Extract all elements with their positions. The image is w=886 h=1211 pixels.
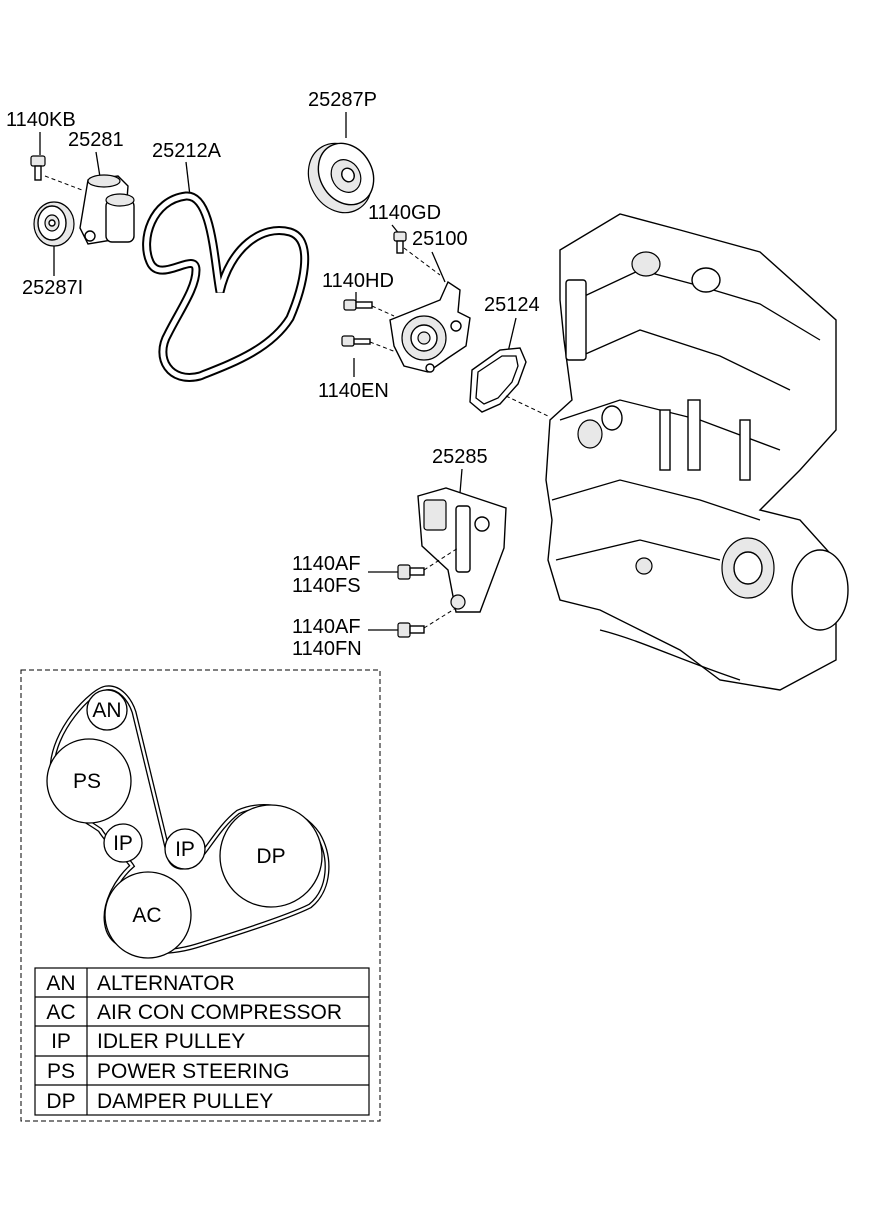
legend-code: PS: [47, 1060, 75, 1083]
legend-code: IP: [51, 1030, 71, 1053]
pulley-label-ac: AC: [132, 904, 161, 927]
pulley-ps: [46, 738, 132, 824]
legend-code: DP: [46, 1090, 75, 1113]
part-label-1140fs: 1140FS: [292, 575, 361, 597]
part-label-25124: 25124: [484, 294, 540, 316]
gasket-25124-icon: [469, 347, 549, 417]
legend-row: AN ALTERNATOR: [46, 972, 234, 995]
engine-block-icon: [545, 213, 849, 691]
water-pump-25100-icon: [389, 280, 471, 373]
pulley-label-ps: PS: [73, 770, 101, 793]
bracket-25285-icon: [417, 487, 507, 613]
belt-routing-panel: [20, 669, 381, 1122]
belt-25212a-icon: [142, 191, 310, 382]
pulley-25287p-icon: [307, 142, 375, 214]
legend-code: AN: [46, 972, 75, 995]
bolt-1140af-fs-icon: [397, 547, 459, 580]
leader-lines: [39, 112, 517, 631]
legend-table: AN ALTERNATOR AC AIR CON COMPRESSOR IP I…: [34, 967, 370, 1116]
part-label-1140hd: 1140HD: [322, 270, 394, 292]
legend-code: AC: [46, 1001, 75, 1024]
part-label-1140af-lower: 1140AF: [292, 616, 361, 638]
pulley-an: [86, 689, 128, 731]
bolt-1140kb-icon: [30, 155, 83, 191]
legend-name: DAMPER PULLEY: [97, 1090, 273, 1113]
part-label-25287i: 25287I: [22, 277, 83, 299]
legend-row: IP IDLER PULLEY: [51, 1030, 245, 1053]
legend-name: AIR CON COMPRESSOR: [97, 1001, 342, 1024]
part-label-25212a: 25212A: [152, 140, 222, 162]
bolt-1140af-fn-icon: [397, 607, 457, 638]
tensioner-25281-icon: [79, 174, 135, 245]
part-label-25281: 25281: [68, 129, 124, 151]
pulley-label-ip-left: IP: [113, 832, 133, 855]
part-label-25287p: 25287P: [308, 89, 377, 111]
bolt-1140hd-icon: [343, 299, 395, 317]
legend-row: DP DAMPER PULLEY: [46, 1090, 273, 1113]
pulley-ac: [104, 871, 192, 959]
legend-row: PS POWER STEERING: [47, 1060, 290, 1083]
pulley-ip-left: [103, 823, 143, 863]
part-label-25100: 25100: [412, 228, 468, 250]
legend-name: POWER STEERING: [97, 1060, 290, 1083]
idler-pulley-25287i-icon: [33, 201, 75, 247]
pulley-label-an: AN: [92, 699, 121, 722]
bolt-1140en-icon: [341, 335, 397, 353]
part-label-1140en: 1140EN: [318, 380, 389, 402]
bolt-1140gd-icon: [393, 231, 441, 276]
legend-row: AC AIR CON COMPRESSOR: [46, 1001, 342, 1024]
pulley-ip-right: [164, 828, 206, 870]
belt-routing-diagram: AN PS IP IP DP AC: [46, 685, 330, 959]
part-label-25285: 25285: [432, 446, 488, 468]
pulley-label-ip-right: IP: [175, 838, 195, 861]
part-label-1140af-upper: 1140AF: [292, 553, 361, 575]
pulley-label-dp: DP: [256, 845, 285, 868]
legend-name: ALTERNATOR: [97, 972, 235, 995]
part-label-1140kb: 1140KB: [6, 109, 76, 131]
pulley-dp: [219, 804, 323, 908]
part-label-1140gd: 1140GD: [368, 202, 441, 224]
legend-name: IDLER PULLEY: [97, 1030, 245, 1053]
part-label-1140fn: 1140FN: [292, 638, 362, 660]
